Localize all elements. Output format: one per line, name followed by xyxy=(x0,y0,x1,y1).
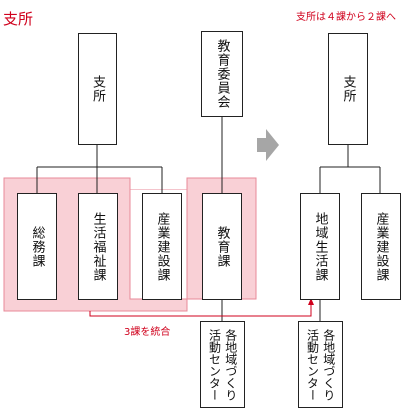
division-box: 産業建設課 xyxy=(361,193,401,300)
branch-label: 支所 xyxy=(340,75,356,103)
board-label: 教育委員会 xyxy=(214,39,230,109)
center-label: 各地域づくり 活動センター xyxy=(207,328,238,401)
center-label: 各地域づくり 活動センター xyxy=(305,328,336,401)
division-box: 教育課 xyxy=(202,193,242,300)
activity-center-box-before: 各地域づくり 活動センター xyxy=(200,321,245,408)
division-box: 生活福祉課 xyxy=(78,193,118,300)
division-label: 産業建設課 xyxy=(154,211,170,282)
merge-arrow xyxy=(89,303,312,317)
branch-label: 支所 xyxy=(90,75,105,103)
division-box: 産業建設課 xyxy=(142,193,182,300)
reorg-note: 支所は４課から２課へ xyxy=(296,12,396,23)
division-box: 地域生活課 xyxy=(300,193,340,300)
merge-arrowhead xyxy=(308,298,314,305)
page-title: 支所 xyxy=(3,10,34,28)
division-label: 産業建設課 xyxy=(373,211,389,282)
division-label: 教育課 xyxy=(214,225,230,268)
division-label: 生活福祉課 xyxy=(90,211,106,282)
division-label: 総務課 xyxy=(29,225,45,268)
branch-box-before: 支所 xyxy=(78,33,117,145)
division-label: 地域生活課 xyxy=(312,211,328,282)
board-of-education-box: 教育委員会 xyxy=(201,31,243,117)
transition-arrow-icon xyxy=(257,129,279,161)
activity-center-box-after: 各地域づくり 活動センター xyxy=(298,321,343,408)
division-box: 総務課 xyxy=(17,193,57,300)
merge-label: 3課を統合 xyxy=(124,327,171,338)
branch-box-after: 支所 xyxy=(328,33,368,145)
